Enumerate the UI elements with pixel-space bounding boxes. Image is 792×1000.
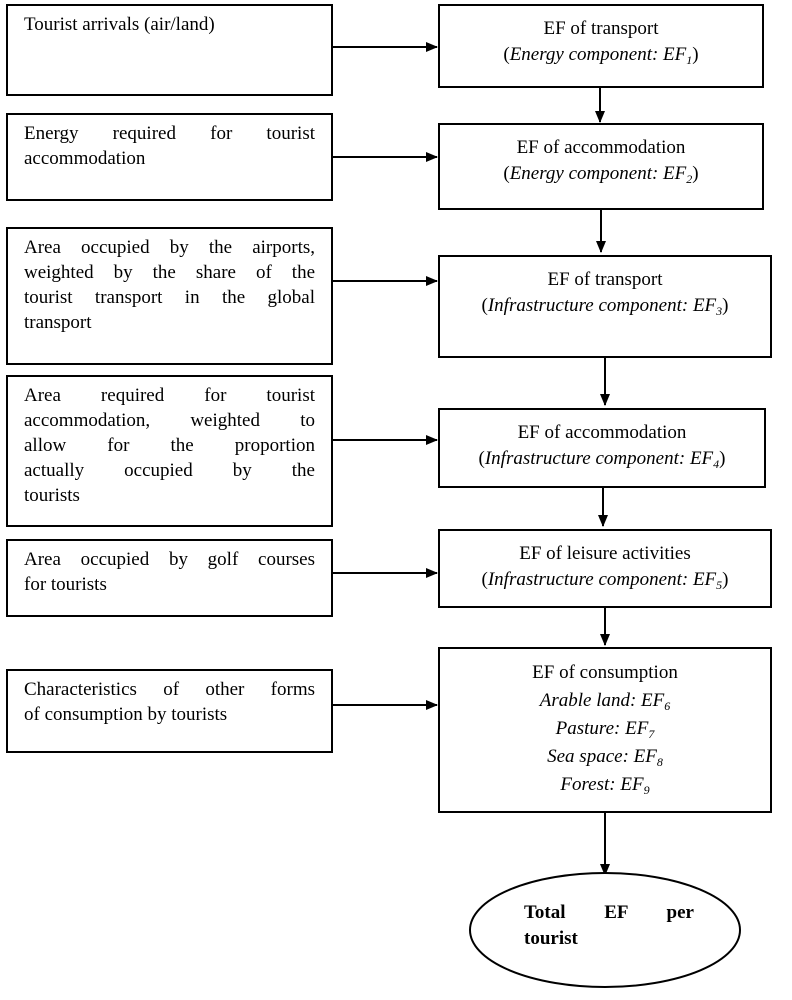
component-title: EF of accommodation — [517, 422, 687, 443]
input-text: accommodation — [24, 148, 146, 169]
component-subtitle: (Energy component: EF2) — [503, 163, 699, 186]
result-label: Total EF per tourist — [524, 900, 694, 952]
input-text: Area occupied by the airports, — [24, 237, 315, 258]
component-title: EF of leisure activities — [519, 543, 691, 564]
input-box-other-consumption: Characteristics of other forms of consum… — [6, 669, 333, 753]
component-box-accommodation-infrastructure: EF of accommodation (Infrastructure comp… — [438, 408, 766, 488]
result-text: tourist — [524, 928, 578, 949]
input-text: Area occupied by golf courses — [24, 549, 315, 570]
consumption-item-forest: Forest: EF9 — [560, 774, 650, 797]
component-box-accommodation-energy: EF of accommodation (Energy component: E… — [438, 123, 764, 210]
component-title: EF of transport — [543, 18, 659, 39]
consumption-item-arable: Arable land: EF6 — [539, 690, 671, 713]
input-box-golf-courses: Area occupied by golf courses for touris… — [6, 539, 333, 617]
component-box-transport-energy: EF of transport (Energy component: EF1) — [438, 4, 764, 88]
input-box-tourist-arrivals: Tourist arrivals (air/land) — [6, 4, 333, 96]
input-text: Area required for tourist — [24, 385, 315, 406]
input-text: transport — [24, 312, 92, 333]
input-text: Tourist arrivals (air/land) — [24, 14, 215, 35]
input-text: allow for the proportion — [24, 435, 315, 456]
component-subtitle: (Infrastructure component: EF5) — [481, 569, 729, 592]
component-box-consumption: EF of consumption Arable land: EF6 Pastu… — [438, 647, 772, 813]
input-text: tourist transport in the global — [24, 287, 315, 308]
input-text: Energy required for tourist — [24, 123, 315, 144]
component-subtitle: (Energy component: EF1) — [503, 44, 699, 67]
input-text: accommodation, weighted to — [24, 410, 315, 431]
result-text: Total EF per — [524, 902, 694, 923]
input-box-airport-area: Area occupied by the airports, weighted … — [6, 227, 333, 365]
component-subtitle: (Infrastructure component: EF4) — [478, 448, 726, 471]
input-text: Characteristics of other forms — [24, 679, 315, 700]
consumption-item-sea-space: Sea space: EF8 — [547, 746, 663, 769]
result-oval — [469, 872, 741, 988]
component-box-leisure-infrastructure: EF of leisure activities (Infrastructure… — [438, 529, 772, 608]
input-text: for tourists — [24, 574, 107, 595]
input-text: tourists — [24, 485, 80, 506]
input-text: of consumption by tourists — [24, 704, 228, 725]
input-text: weighted by the share of the — [24, 262, 315, 283]
input-text: actually occupied by the — [24, 460, 315, 481]
consumption-title: EF of consumption — [532, 662, 678, 683]
component-title: EF of accommodation — [516, 137, 686, 158]
component-subtitle: (Infrastructure component: EF3) — [481, 295, 729, 318]
component-box-transport-infrastructure: EF of transport (Infrastructure componen… — [438, 255, 772, 358]
consumption-item-pasture: Pasture: EF7 — [555, 718, 655, 741]
input-box-accommodation-area: Area required for tourist accommodation,… — [6, 375, 333, 527]
component-title: EF of transport — [547, 269, 663, 290]
input-box-accommodation-energy: Energy required for tourist accommodatio… — [6, 113, 333, 201]
